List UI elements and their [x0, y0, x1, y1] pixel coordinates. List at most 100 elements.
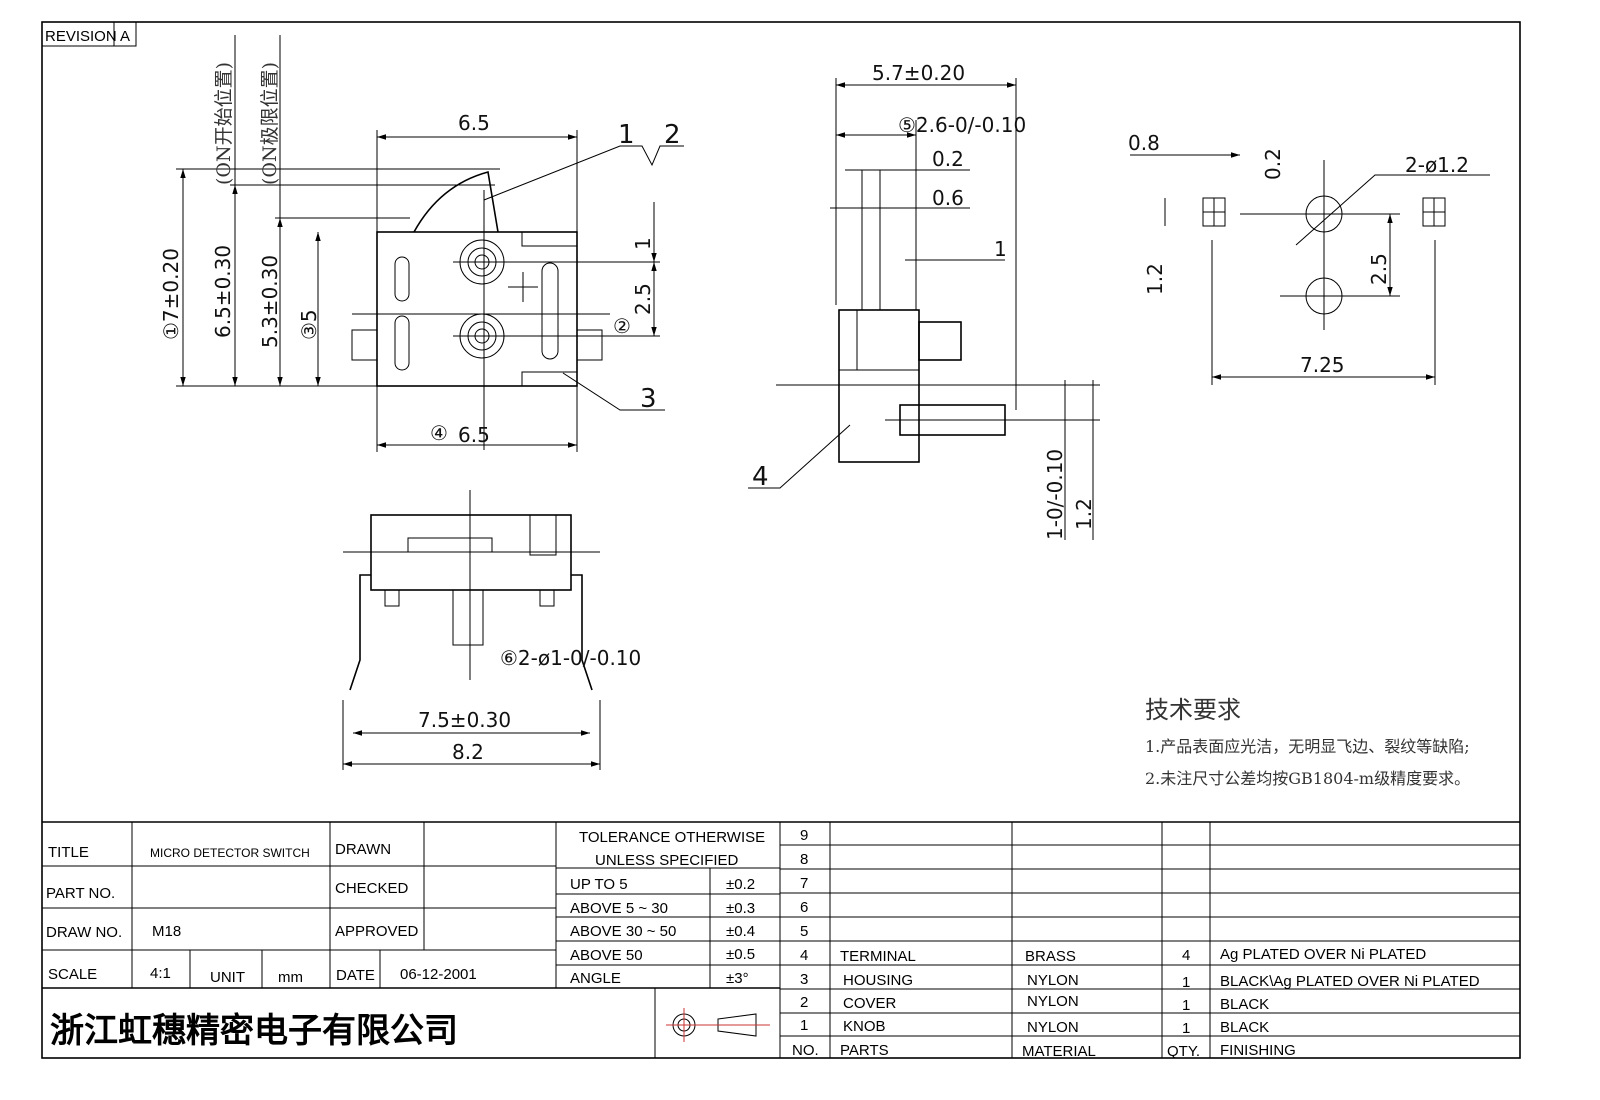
bom-row: 4 TERMINAL BRASS 4 Ag PLATED OVER Ni PLA… — [800, 946, 1426, 965]
approved-label: APPROVED — [335, 923, 419, 940]
bom-part: HOUSING — [843, 972, 913, 989]
bom-no: 3 — [800, 971, 808, 988]
tolerance-range: ABOVE 50 — [570, 947, 643, 964]
dim-width-bottom-marker: ④ — [430, 421, 448, 445]
bom-row: 1 KNOB NYLON 1 BLACK — [800, 1017, 1269, 1037]
bom-qty: 1 — [1182, 974, 1190, 991]
company-name: 浙江虹穗精密电子有限公司 — [50, 1011, 458, 1051]
dim-terminal-thk: 1-0/-0.10 — [1043, 449, 1067, 540]
bom-finishing: BLACK — [1220, 1019, 1269, 1036]
bom-no: 1 — [800, 1017, 808, 1034]
part-no-label: PART NO. — [46, 885, 115, 902]
checked-label: CHECKED — [335, 880, 409, 897]
bom-header-no: NO. — [792, 1042, 819, 1059]
notes-line-2: 2.未注尺寸公差均按GB1804-m级精度要求。 — [1145, 769, 1470, 788]
dim-side-06: 0.6 — [932, 186, 964, 210]
revision-label: REVISION — [45, 28, 117, 45]
dim-pcb-25: 2.5 — [1367, 253, 1391, 285]
unit-value: mm — [278, 969, 303, 986]
bom-row-no: 7 — [800, 875, 808, 892]
notes-title: 技术要求 — [1145, 696, 1241, 724]
tolerance-header-2: UNLESS SPECIFIED — [595, 852, 739, 869]
dim-width-bottom: 6.5 — [458, 423, 490, 447]
dim-inner: 7.5±0.30 — [418, 708, 511, 732]
dim-side-1: 1 — [994, 237, 1007, 261]
bom-qty: 1 — [1182, 1020, 1190, 1037]
balloon-4: 4 — [752, 462, 769, 492]
title-block: TITLE MICRO DETECTOR SWITCH PART NO. DRA… — [42, 821, 1520, 1058]
projection-symbol-icon — [666, 1008, 770, 1042]
balloon-3: 3 — [640, 384, 657, 414]
bom-no: 4 — [800, 947, 808, 964]
tolerance-value: ±0.5 — [726, 946, 755, 963]
dim-pitch-marker: ② — [613, 314, 631, 338]
bottom-view: 7.5±0.30 8.2 ⑥2-ø1-0/-0.10 — [342, 490, 641, 770]
bom-row: 3 HOUSING NYLON 1 BLACK\Ag PLATED OVER N… — [800, 971, 1480, 991]
bom-material: NYLON — [1027, 1019, 1079, 1036]
dim-pin: ⑥2-ø1-0/-0.10 — [500, 646, 641, 670]
draw-no-label: DRAW NO. — [46, 924, 122, 941]
bom-row-no: 9 — [800, 827, 808, 844]
tolerance-value: ±0.3 — [726, 900, 755, 917]
bom-part: COVER — [843, 995, 897, 1012]
scale-label: SCALE — [48, 966, 97, 983]
dim-depth: 5.7±0.20 — [872, 61, 965, 85]
bom-finishing: BLACK — [1220, 996, 1269, 1013]
tolerance-range: UP TO 5 — [570, 876, 628, 893]
dim-height-total: ①7±0.20 — [159, 248, 183, 340]
tolerance-value: ±0.2 — [726, 876, 755, 893]
bom-header-parts: PARTS — [840, 1042, 889, 1059]
bom-finishing: BLACK\Ag PLATED OVER Ni PLATED — [1220, 973, 1480, 990]
dim-body: ③5 — [297, 309, 321, 340]
date-label: DATE — [336, 967, 375, 984]
tolerance-range: ABOVE 30 ~ 50 — [570, 923, 676, 940]
bom-qty: 1 — [1182, 997, 1190, 1014]
dim-on-start: 6.5±0.30 — [211, 245, 235, 338]
drawing-border — [41, 21, 1521, 1059]
bom-part: TERMINAL — [840, 948, 916, 965]
bom-row: 2 COVER NYLON 1 BLACK — [800, 993, 1269, 1014]
bom-no: 2 — [800, 994, 808, 1011]
front-view: 6.5 ④ 6.5 ①7±0.20 6.5±0.30 5.3±0.30 ③5 (… — [159, 35, 684, 452]
bom-header-material: MATERIAL — [1022, 1043, 1096, 1060]
bom-row-no: 8 — [800, 851, 808, 868]
bom-finishing: Ag PLATED OVER Ni PLATED — [1220, 946, 1426, 963]
title-value: MICRO DETECTOR SWITCH — [150, 846, 310, 860]
dim-pcb-02: 0.2 — [1261, 148, 1285, 180]
dim-pitch: 2.5 — [631, 283, 655, 315]
bill-of-materials: 9 8 7 6 5 4 TERMINAL BRASS 4 Ag PLATED O… — [780, 822, 1520, 1060]
bom-part: KNOB — [843, 1018, 886, 1035]
dim-on-limit: 5.3±0.30 — [258, 255, 282, 348]
dim-pcb-holes: 2-ø1.2 — [1405, 153, 1469, 177]
dim-outer: 8.2 — [452, 740, 484, 764]
balloon-2: 2 — [664, 120, 681, 150]
bom-material: NYLON — [1027, 993, 1079, 1010]
dim-pcb-12: 1.2 — [1143, 263, 1167, 295]
dim-terminal-h: 1.2 — [1072, 498, 1096, 530]
tolerance-range: ABOVE 5 ~ 30 — [570, 900, 668, 917]
notes-line-1: 1.产品表面应光洁，无明显飞边、裂纹等缺陷; — [1145, 737, 1470, 756]
tolerance-value: ±3° — [726, 970, 749, 987]
revision-value: A — [120, 28, 130, 45]
draw-no-value: M18 — [152, 923, 181, 940]
label-on-start: (ON开始位置) — [213, 62, 235, 185]
technical-notes: 技术要求 1.产品表面应光洁，无明显飞边、裂纹等缺陷; 2.未注尺寸公差均按GB… — [1145, 696, 1470, 788]
revision-box: REVISION A — [41, 21, 137, 47]
dim-knob: ⑤2.6-0/-0.10 — [898, 113, 1026, 137]
bom-row-no: 6 — [800, 899, 808, 916]
bom-qty: 4 — [1182, 947, 1190, 964]
tolerance-header-1: TOLERANCE OTHERWISE — [579, 829, 765, 846]
date-value: 06-12-2001 — [400, 966, 477, 983]
drawn-label: DRAWN — [335, 841, 391, 858]
scale-value: 4:1 — [150, 965, 171, 982]
dim-pcb-725: 7.25 — [1300, 353, 1345, 377]
dim-top-offset: 1 — [631, 237, 655, 250]
bom-header-finishing: FINISHING — [1220, 1042, 1296, 1059]
bom-material: NYLON — [1027, 972, 1079, 989]
dim-side-02: 0.2 — [932, 147, 964, 171]
balloon-1: 1 — [618, 120, 635, 150]
bom-material: BRASS — [1025, 948, 1076, 965]
pcb-layout: 0.8 0.2 2-ø1.2 1.2 2.5 7.25 — [1128, 131, 1490, 385]
dim-width-top: 6.5 — [458, 111, 490, 135]
